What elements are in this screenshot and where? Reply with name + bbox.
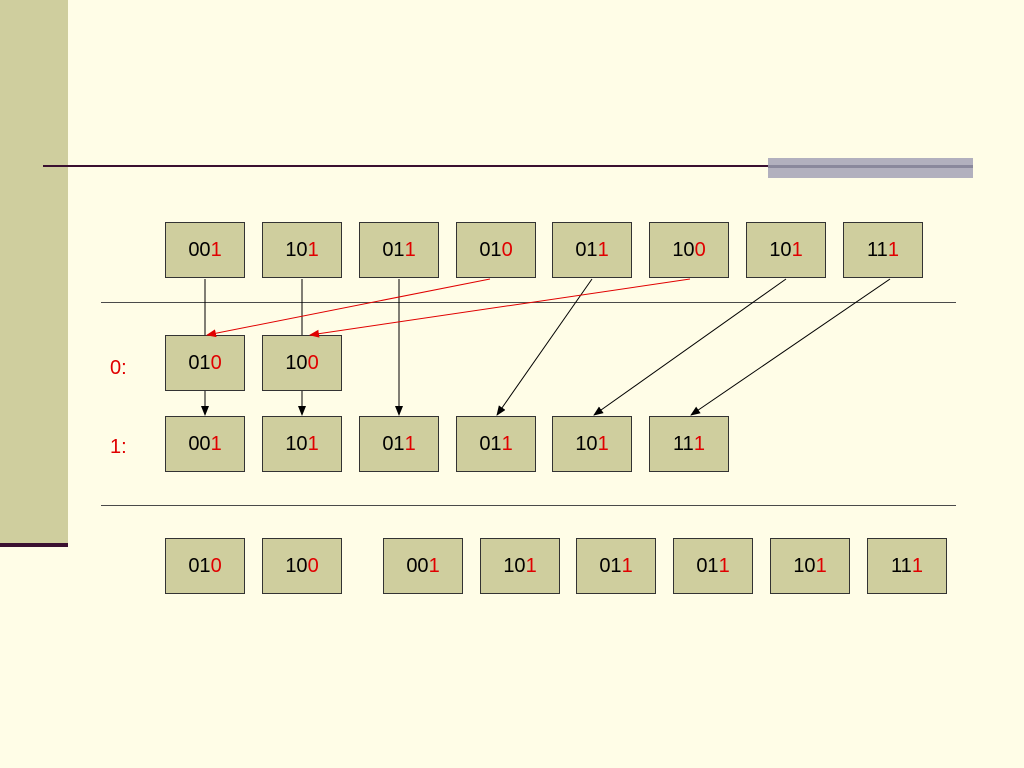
box-prefix: 01 [479,238,502,261]
box-prefix: 10 [793,554,816,577]
box-bit: 1 [404,238,416,261]
box-bit: 1 [597,238,609,261]
box-prefix: 10 [575,432,598,455]
arrow-to-bucket-zero [309,278,691,338]
box-bit: 1 [525,554,537,577]
sidebar-rule [0,543,68,547]
title-divider [43,165,773,167]
box-prefix: 00 [406,554,429,577]
box-prefix: 10 [285,554,308,577]
box-bit: 1 [718,554,730,577]
box-bit: 1 [791,238,803,261]
box-prefix: 01 [599,554,622,577]
box-prefix: 10 [503,554,526,577]
box-bit: 1 [307,238,319,261]
box-bit: 1 [887,238,899,261]
box-bit: 0 [307,351,319,374]
box-prefix: 10 [285,432,308,455]
box-bit: 0 [210,351,222,374]
box-prefix: 10 [672,238,695,261]
box-bit: 0 [307,554,319,577]
arrow-to-bucket-one [496,278,593,416]
box-bit: 1 [815,554,827,577]
box-prefix: 11 [867,238,888,261]
box-prefix: 01 [479,432,502,455]
box-prefix: 10 [769,238,792,261]
box-prefix: 11 [673,432,694,455]
box-bit: 1 [911,554,923,577]
box-bit: 1 [693,432,705,455]
separator-bottom [101,505,956,506]
title-accent-bar [768,158,973,178]
box-prefix: 01 [575,238,598,261]
box-prefix: 10 [285,238,308,261]
bucket-zero-label: 0: [110,357,127,379]
box-prefix: 10 [285,351,308,374]
box-prefix: 00 [188,238,211,261]
box-bit: 1 [621,554,633,577]
box-bit: 1 [501,432,513,455]
arrow-to-bucket-one [593,278,787,416]
box-bit: 1 [597,432,609,455]
box-bit: 0 [210,554,222,577]
box-bit: 1 [307,432,319,455]
box-prefix: 00 [188,432,211,455]
box-bit: 1 [210,238,222,261]
box-bit: 1 [210,432,222,455]
bucket-one-label: 1: [110,436,127,458]
box-prefix: 01 [382,238,405,261]
arrow-to-bucket-zero [206,278,491,338]
box-prefix: 11 [891,554,912,577]
box-bit: 1 [428,554,440,577]
title-accent-line [768,165,973,168]
box-bit: 0 [501,238,513,261]
box-bit: 0 [694,238,706,261]
arrow-to-bucket-one [690,278,891,416]
box-prefix: 01 [188,351,211,374]
sidebar-band [0,0,68,543]
box-prefix: 01 [188,554,211,577]
box-prefix: 01 [382,432,405,455]
box-bit: 1 [404,432,416,455]
box-prefix: 01 [696,554,719,577]
